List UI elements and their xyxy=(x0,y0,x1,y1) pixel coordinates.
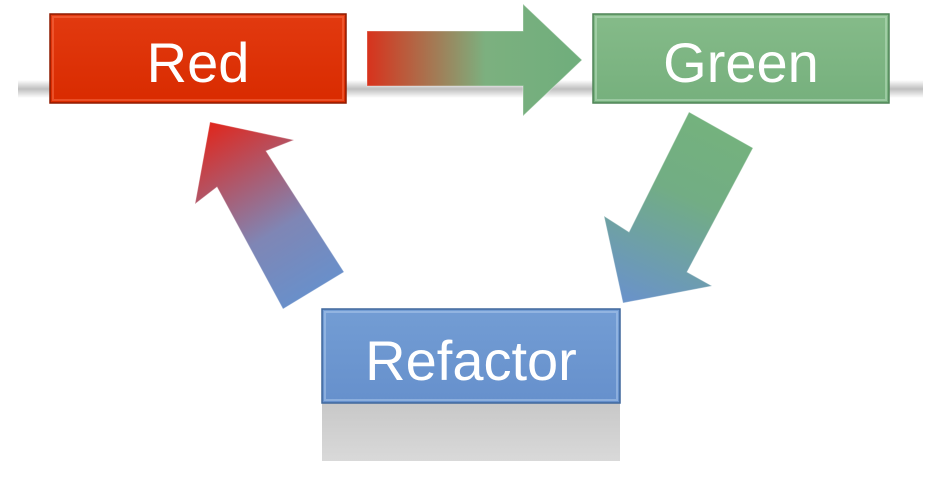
arrow-green-to-refactor xyxy=(603,111,754,304)
refactor-reflection xyxy=(322,403,620,461)
red-label: Red xyxy=(147,31,250,94)
red-node: Red xyxy=(49,13,347,104)
refactor-label: Refactor xyxy=(365,329,577,392)
refactor-node: Refactor xyxy=(321,308,621,404)
green-node: Green xyxy=(592,13,890,104)
arrow-refactor-to-red xyxy=(194,121,345,310)
green-label: Green xyxy=(663,31,819,94)
arrow-red-to-green xyxy=(366,2,583,118)
